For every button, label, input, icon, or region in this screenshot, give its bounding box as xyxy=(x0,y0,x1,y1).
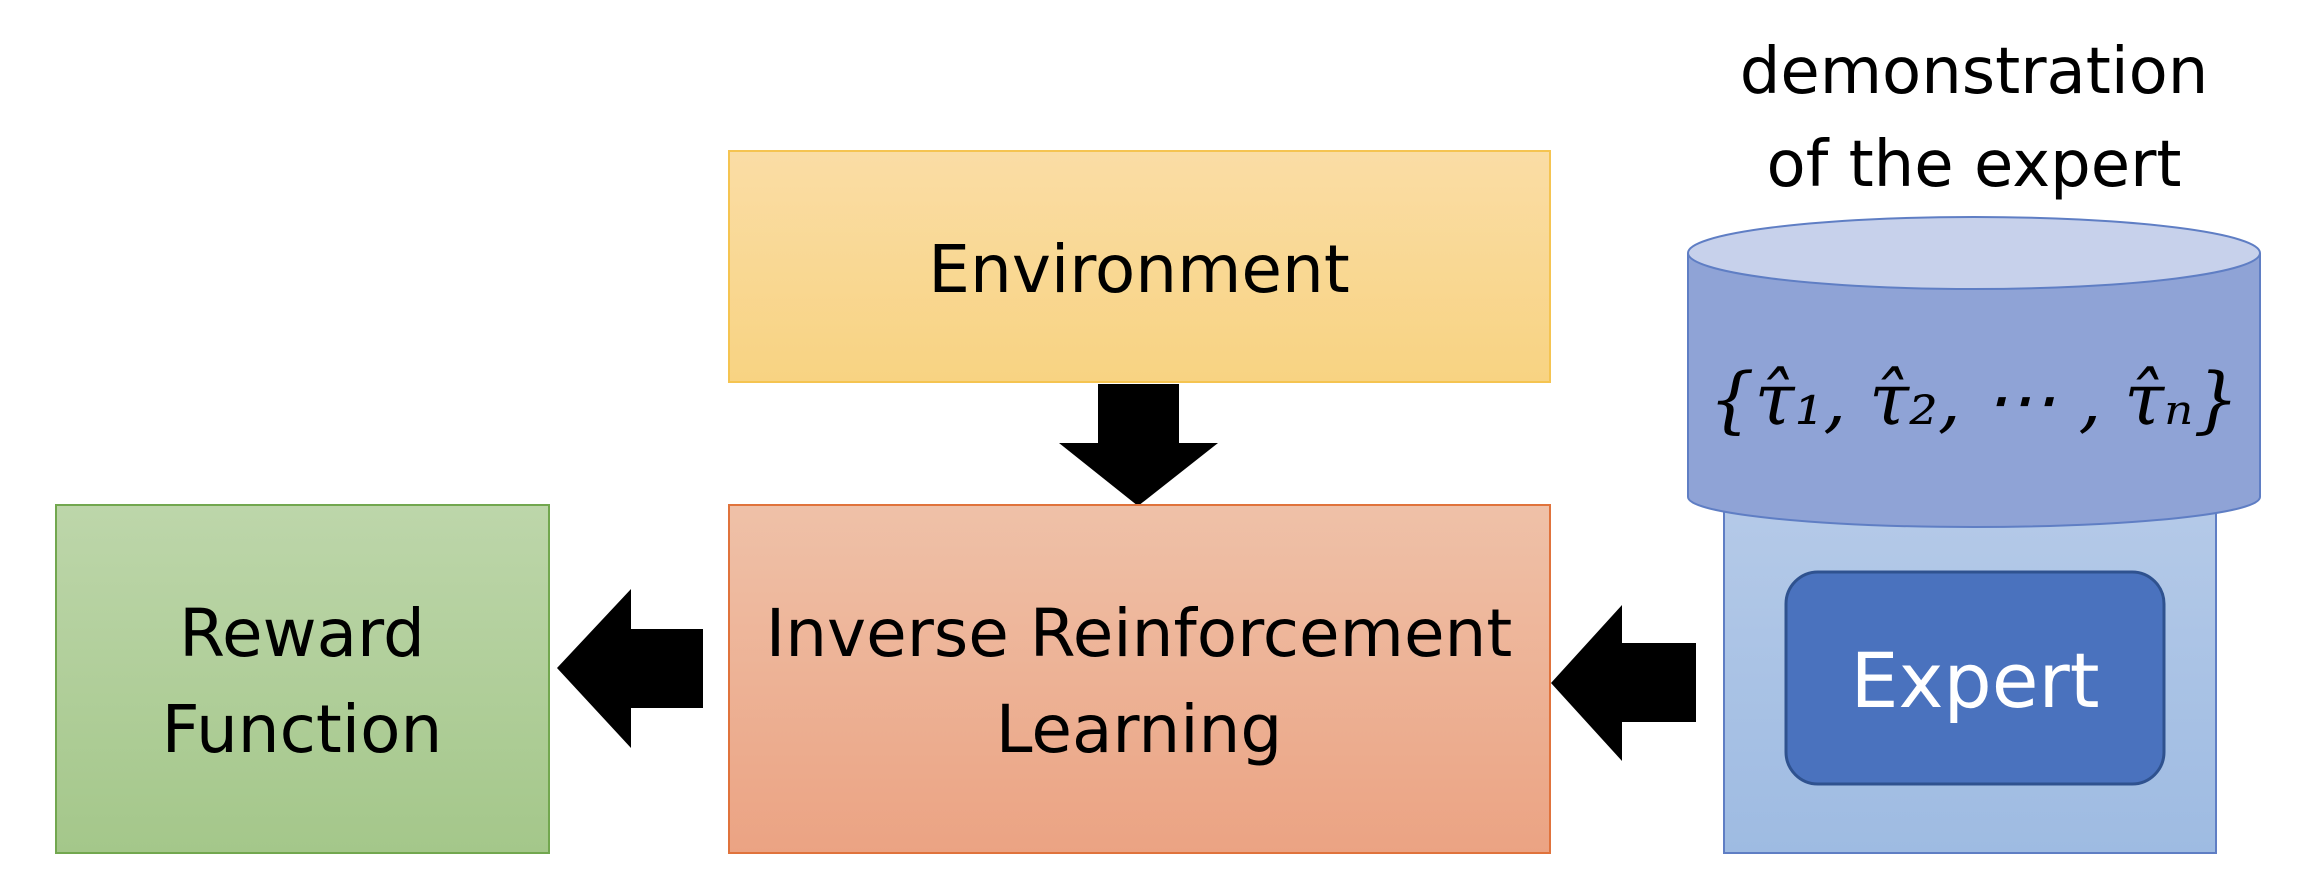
cylinder-top-outline xyxy=(1687,216,2261,290)
demonstration-caption-line2: of the expert xyxy=(1767,128,2182,202)
irl-box xyxy=(728,504,1551,854)
reward-label-line2: Function xyxy=(162,691,443,768)
reward-node: Reward Function xyxy=(55,504,550,854)
environment-label: Environment xyxy=(928,231,1349,308)
expert-node: Expert xyxy=(1723,499,2217,854)
expert-label: Expert xyxy=(1850,636,2099,725)
demonstration-set-notation: {τ̂₁, τ̂₂, ⋯ , τ̂ₙ} xyxy=(1709,357,2239,441)
cylinder-top xyxy=(1688,217,2260,289)
environment-box xyxy=(728,150,1551,383)
cylinder-body-outline xyxy=(1687,253,2261,528)
demonstration-database: {τ̂₁, τ̂₂, ⋯ , τ̂ₙ} xyxy=(1687,216,2261,528)
irl-label-line2: Learning xyxy=(996,691,1283,768)
expert-button xyxy=(1786,572,2164,784)
expert-button-border xyxy=(1784,570,2166,786)
arrow-left-icon-expert xyxy=(1551,605,1696,761)
environment-node: Environment xyxy=(728,150,1551,383)
reward-label-line1: Reward xyxy=(179,595,425,672)
arrow-down-icon xyxy=(1059,384,1218,506)
demonstration-caption-line1: demonstration xyxy=(1740,35,2209,109)
cylinder-body xyxy=(1688,253,2260,527)
irl-node: Inverse Reinforcement Learning xyxy=(728,504,1551,854)
arrow-left-icon-reward xyxy=(557,589,703,748)
reward-box xyxy=(55,504,550,854)
irl-label-line1: Inverse Reinforcement xyxy=(766,595,1513,672)
